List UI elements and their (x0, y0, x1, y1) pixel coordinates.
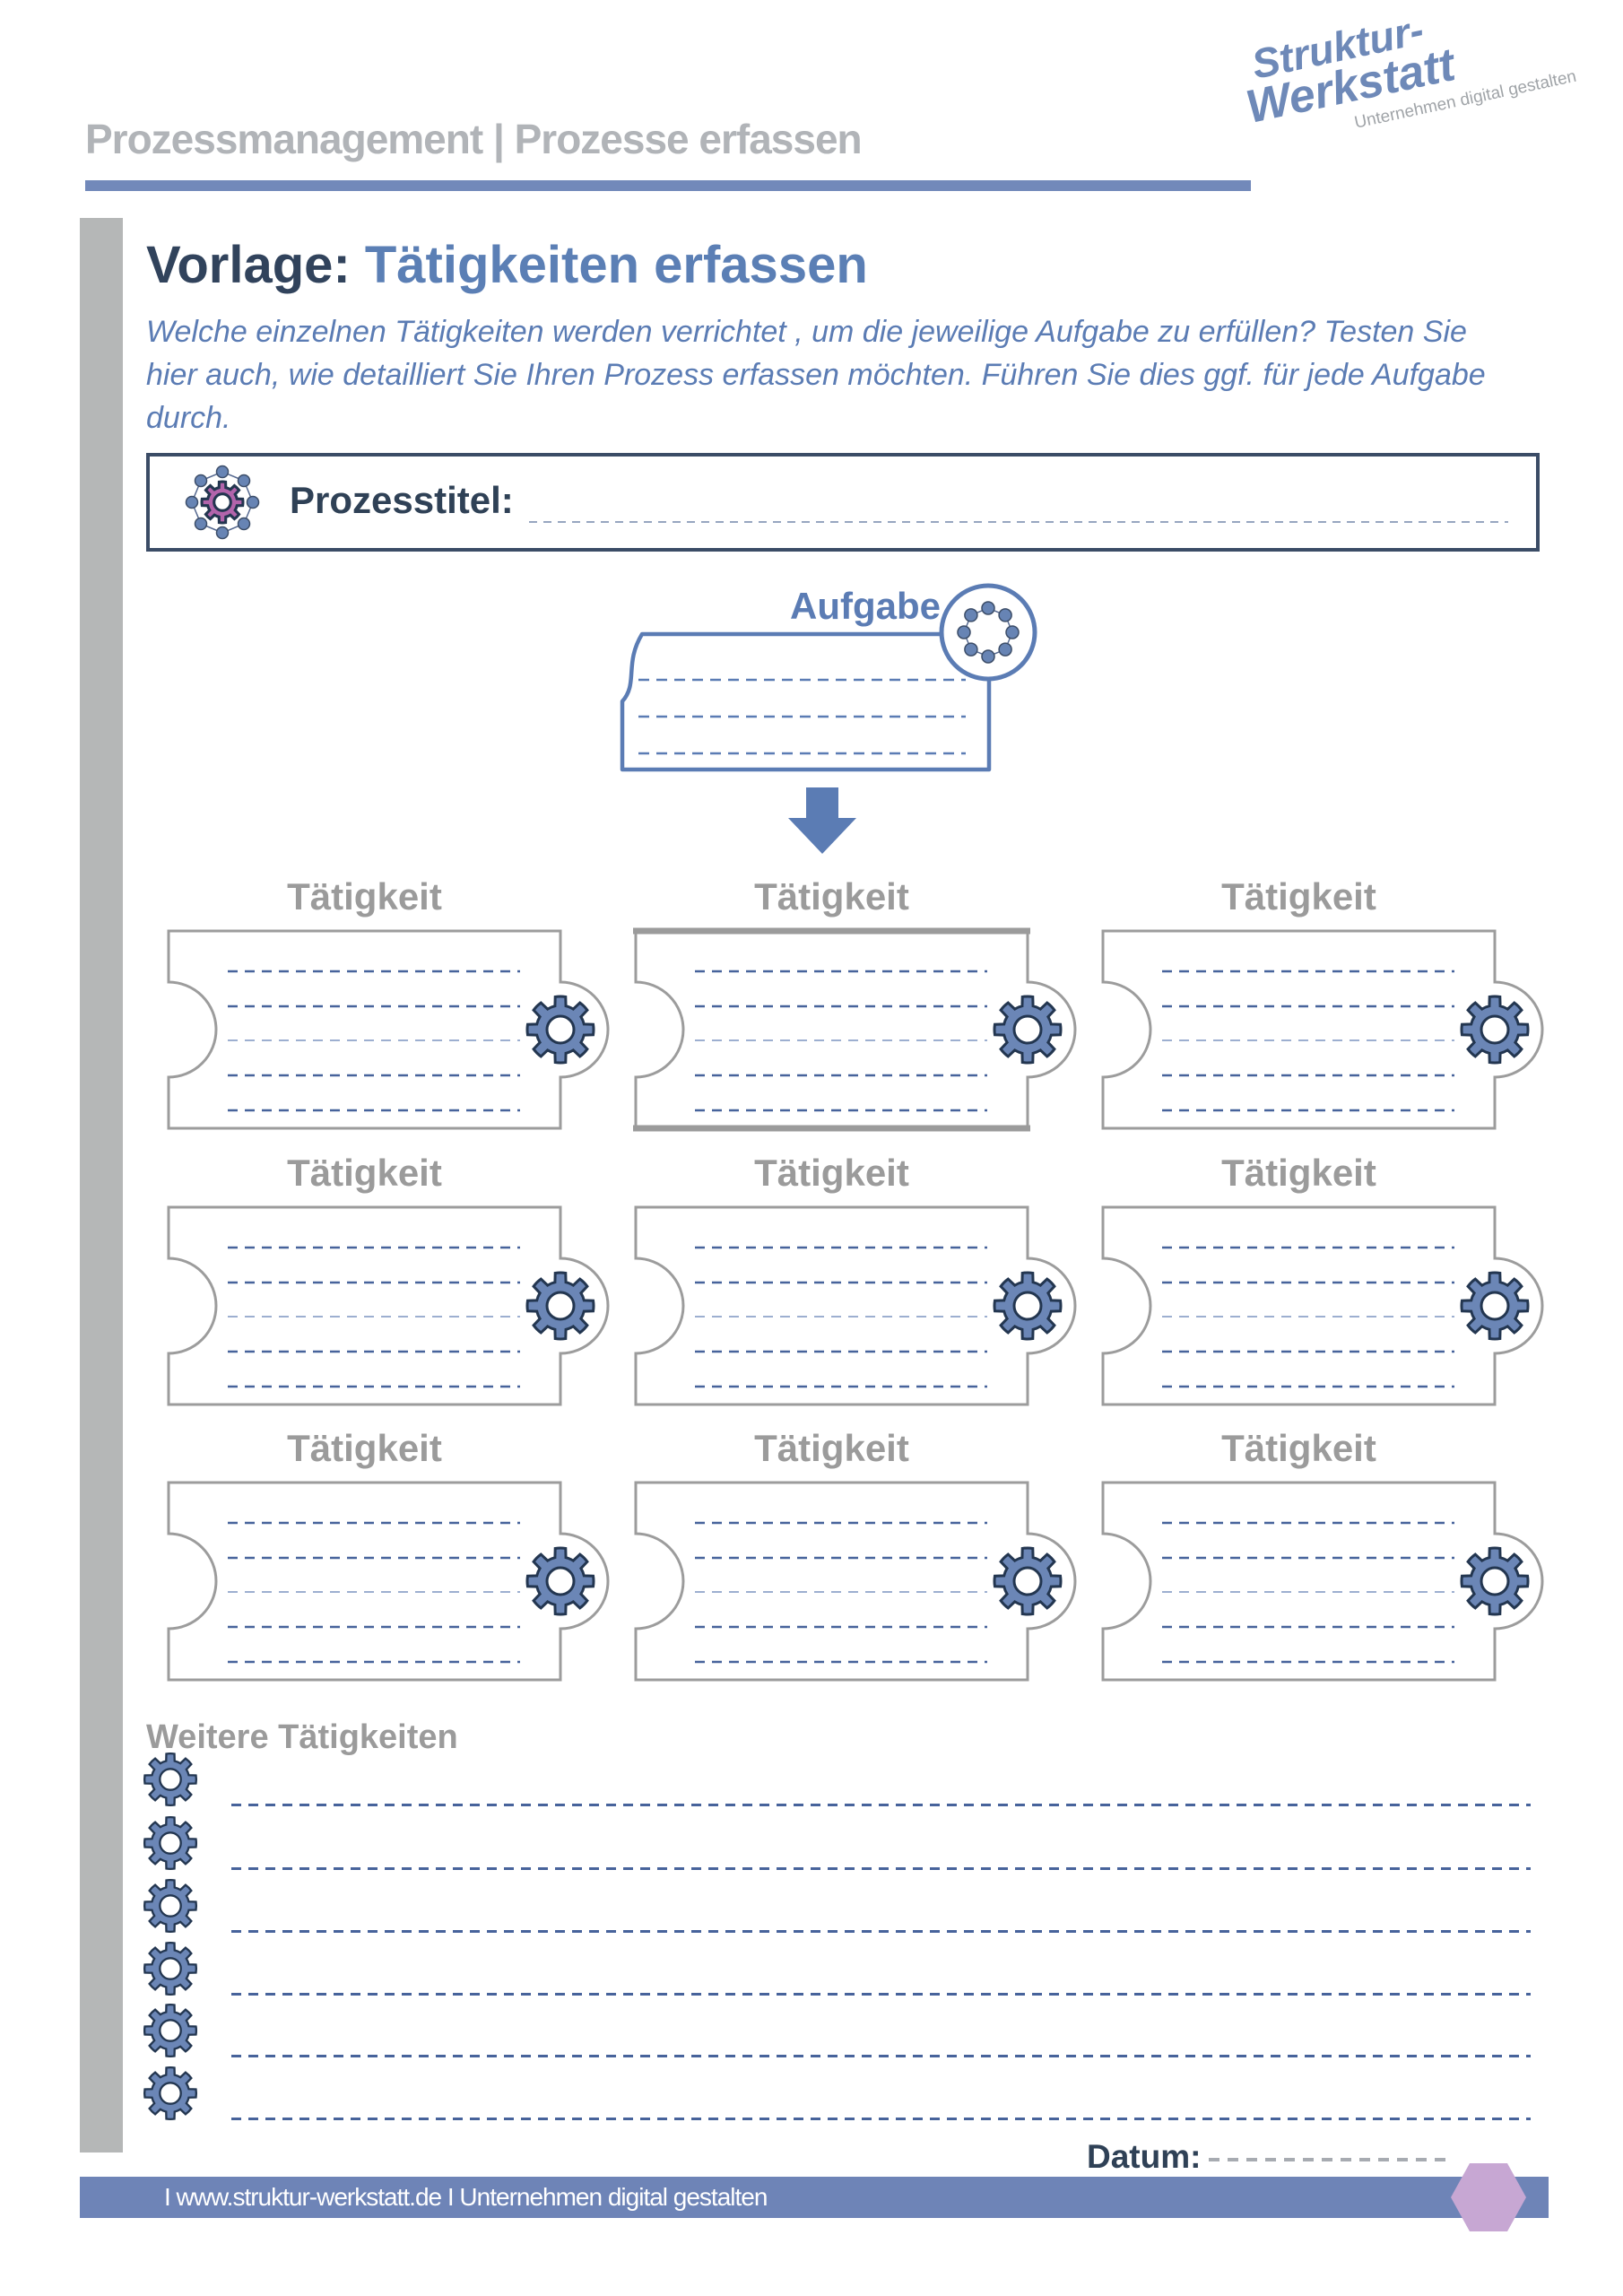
footer-bar: I www.struktur-werkstatt.de I Unternehme… (80, 2177, 1549, 2218)
gear-icon (143, 1941, 198, 1996)
activity-label: Tätigkeit (1221, 1152, 1376, 1194)
activity-ticket (633, 927, 1077, 1132)
description-line: durch. (146, 401, 231, 435)
activity-label: Tätigkeit (754, 1152, 909, 1194)
gear-icon (1460, 1271, 1530, 1341)
gear-icon (525, 1271, 595, 1341)
gear-icon (993, 995, 1063, 1065)
write-line[interactable] (231, 2118, 1531, 2120)
activity-ticket (634, 1481, 1077, 1682)
task-write-lines[interactable] (638, 678, 966, 755)
write-line[interactable] (231, 1867, 1531, 1870)
hexagon-decoration (1451, 2163, 1526, 2231)
task-ticket (620, 583, 1037, 854)
activity-label: Tätigkeit (1221, 1427, 1376, 1469)
activity-ticket (634, 1205, 1077, 1406)
write-line[interactable] (231, 1993, 1531, 1996)
gear-icon (143, 1752, 198, 1807)
date-label: Datum: (1087, 2138, 1202, 2175)
gear-icon (525, 995, 595, 1065)
gear-icon (993, 1546, 1063, 1616)
activity-ticket (1101, 1481, 1544, 1682)
page-title-prefix: Vorlage: (146, 236, 365, 294)
gear-icon (143, 2066, 198, 2121)
left-accent-bar (80, 218, 123, 2152)
activity-ticket (167, 1205, 610, 1406)
gear-icon (993, 1271, 1063, 1341)
write-line[interactable] (231, 2055, 1531, 2057)
write-lines[interactable] (228, 1521, 520, 1664)
activity-label: Tätigkeit (754, 1427, 909, 1469)
header-divider (85, 180, 1251, 191)
write-lines[interactable] (1162, 970, 1454, 1112)
task-label: Aufgabe (790, 585, 941, 627)
date-input-line[interactable] (1209, 2158, 1453, 2161)
page-description: Welche einzelnen Tätigkeiten werden verr… (146, 310, 1572, 439)
gear-icon (1460, 995, 1530, 1065)
activity-label: Tätigkeit (287, 1427, 442, 1469)
down-arrow-icon (788, 787, 856, 854)
activity-label: Tätigkeit (287, 1152, 442, 1194)
activity-label: Tätigkeit (754, 875, 909, 918)
write-line[interactable] (231, 1804, 1531, 1806)
process-title-box (146, 453, 1540, 552)
more-activities-title: Weitere Tätigkeiten (146, 1718, 458, 1756)
gear-icon (143, 1878, 198, 1934)
write-lines[interactable] (695, 1521, 987, 1664)
activity-ticket (167, 1481, 610, 1682)
description-line: hier auch, wie detailliert Sie Ihren Pro… (146, 358, 1486, 392)
description-line: Welche einzelnen Tätigkeiten werden verr… (146, 315, 1467, 349)
write-lines[interactable] (1162, 1246, 1454, 1388)
page-title: Vorlage: Tätigkeiten erfassen (146, 235, 868, 295)
write-lines[interactable] (228, 970, 520, 1112)
gear-icon (1460, 1546, 1530, 1616)
gear-network-icon (185, 465, 260, 540)
process-title-label: Prozesstitel: (290, 479, 514, 521)
activity-label: Tätigkeit (1221, 875, 1376, 918)
process-title-input-line[interactable] (529, 521, 1508, 523)
write-line[interactable] (231, 1930, 1531, 1933)
dot-circle-icon (939, 583, 1037, 682)
page-title-accent: Tätigkeiten erfassen (364, 236, 868, 294)
write-lines[interactable] (695, 970, 987, 1112)
brand-logo: Struktur- Werkstatt Unternehmen digital … (1230, 0, 1586, 155)
activity-label: Tätigkeit (287, 875, 442, 918)
gear-icon (143, 2003, 198, 2058)
activity-ticket (1101, 929, 1544, 1130)
write-lines[interactable] (228, 1246, 520, 1388)
activity-ticket (1101, 1205, 1544, 1406)
write-lines[interactable] (695, 1246, 987, 1388)
breadcrumb: Prozessmanagement | Prozesse erfassen (85, 116, 863, 162)
gear-icon (525, 1546, 595, 1616)
write-lines[interactable] (1162, 1521, 1454, 1664)
activity-ticket (167, 929, 610, 1130)
footer-text: I www.struktur-werkstatt.de I Unternehme… (164, 2183, 768, 2211)
gear-icon (143, 1815, 198, 1871)
